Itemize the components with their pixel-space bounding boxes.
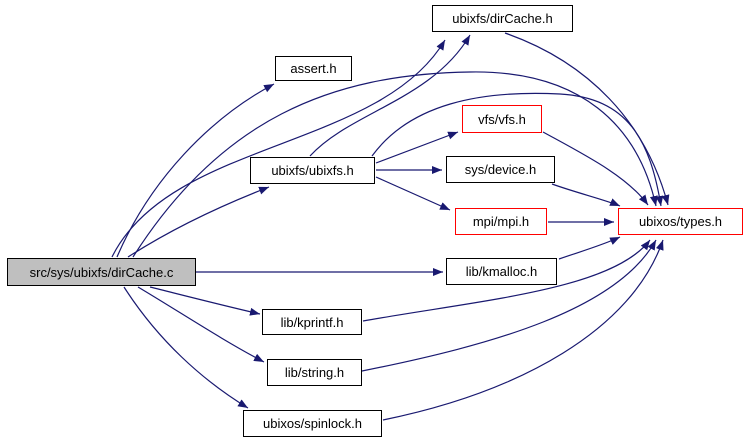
node-spinlock-h[interactable]: ubixos/spinlock.h	[243, 410, 382, 437]
node-label-dircache-h: ubixfs/dirCache.h	[452, 11, 553, 26]
edge-dircache-c-to-dircache-h	[111, 39, 446, 258]
edge-dircache-c-to-kprintf-h	[149, 286, 261, 316]
node-string-h[interactable]: lib/string.h	[267, 359, 362, 386]
node-label-mpi-h: mpi/mpi.h	[472, 214, 530, 229]
node-label-assert-h: assert.h	[290, 61, 337, 76]
edge-ubixfs-h-to-vfs-h	[375, 131, 459, 164]
node-dircache-c: src/sys/ubixfs/dirCache.c	[7, 258, 196, 286]
node-label-kprintf-h: lib/kprintf.h	[280, 314, 344, 330]
edge-vfs-h-to-types-h	[542, 131, 649, 206]
edge-kmalloc-h-to-types-h	[558, 236, 621, 260]
node-label-string-h: lib/string.h	[284, 365, 345, 380]
node-label-dircache-c: src/sys/ubixfs/dirCache.c	[29, 264, 174, 280]
node-vfs-h[interactable]: vfs/vfs.h	[462, 105, 542, 133]
node-ubixfs-h[interactable]: ubixfs/ubixfs.h	[250, 157, 375, 184]
edge-ubixfs-h-to-types-h	[371, 92, 664, 207]
node-label-types-h: ubixos/types.h	[638, 214, 723, 229]
edge-kprintf-h-to-types-h	[362, 239, 651, 322]
node-types-h[interactable]: ubixos/types.h	[618, 208, 743, 235]
edge-dircache-c-to-types-h	[132, 71, 658, 258]
edge-string-h-to-types-h	[361, 239, 657, 372]
node-label-spinlock-h: ubixos/spinlock.h	[263, 416, 362, 431]
edge-spinlock-h-to-types-h	[382, 239, 664, 421]
node-kmalloc-h[interactable]: lib/kmalloc.h	[446, 258, 557, 285]
node-label-kmalloc-h: lib/kmalloc.h	[465, 264, 538, 279]
edge-dircache-h-to-types-h	[504, 32, 670, 206]
node-kprintf-h[interactable]: lib/kprintf.h	[262, 309, 362, 335]
node-label-device-h: sys/device.h	[464, 162, 537, 177]
node-mpi-h[interactable]: mpi/mpi.h	[455, 208, 547, 235]
node-label-ubixfs-h: ubixfs/ubixfs.h	[271, 163, 354, 178]
edge-dircache-c-to-spinlock-h	[123, 286, 249, 409]
edge-dircache-c-to-ubixfs-h	[127, 186, 270, 258]
node-assert-h[interactable]: assert.h	[275, 56, 352, 81]
edge-device-h-to-types-h	[551, 183, 621, 207]
edge-dircache-c-to-string-h	[137, 286, 265, 363]
node-label-vfs-h: vfs/vfs.h	[478, 111, 526, 127]
edge-ubixfs-h-to-dircache-h	[309, 34, 471, 157]
node-device-h[interactable]: sys/device.h	[446, 156, 555, 183]
edge-ubixfs-h-to-mpi-h	[375, 176, 451, 211]
node-dircache-h[interactable]: ubixfs/dirCache.h	[432, 5, 573, 32]
